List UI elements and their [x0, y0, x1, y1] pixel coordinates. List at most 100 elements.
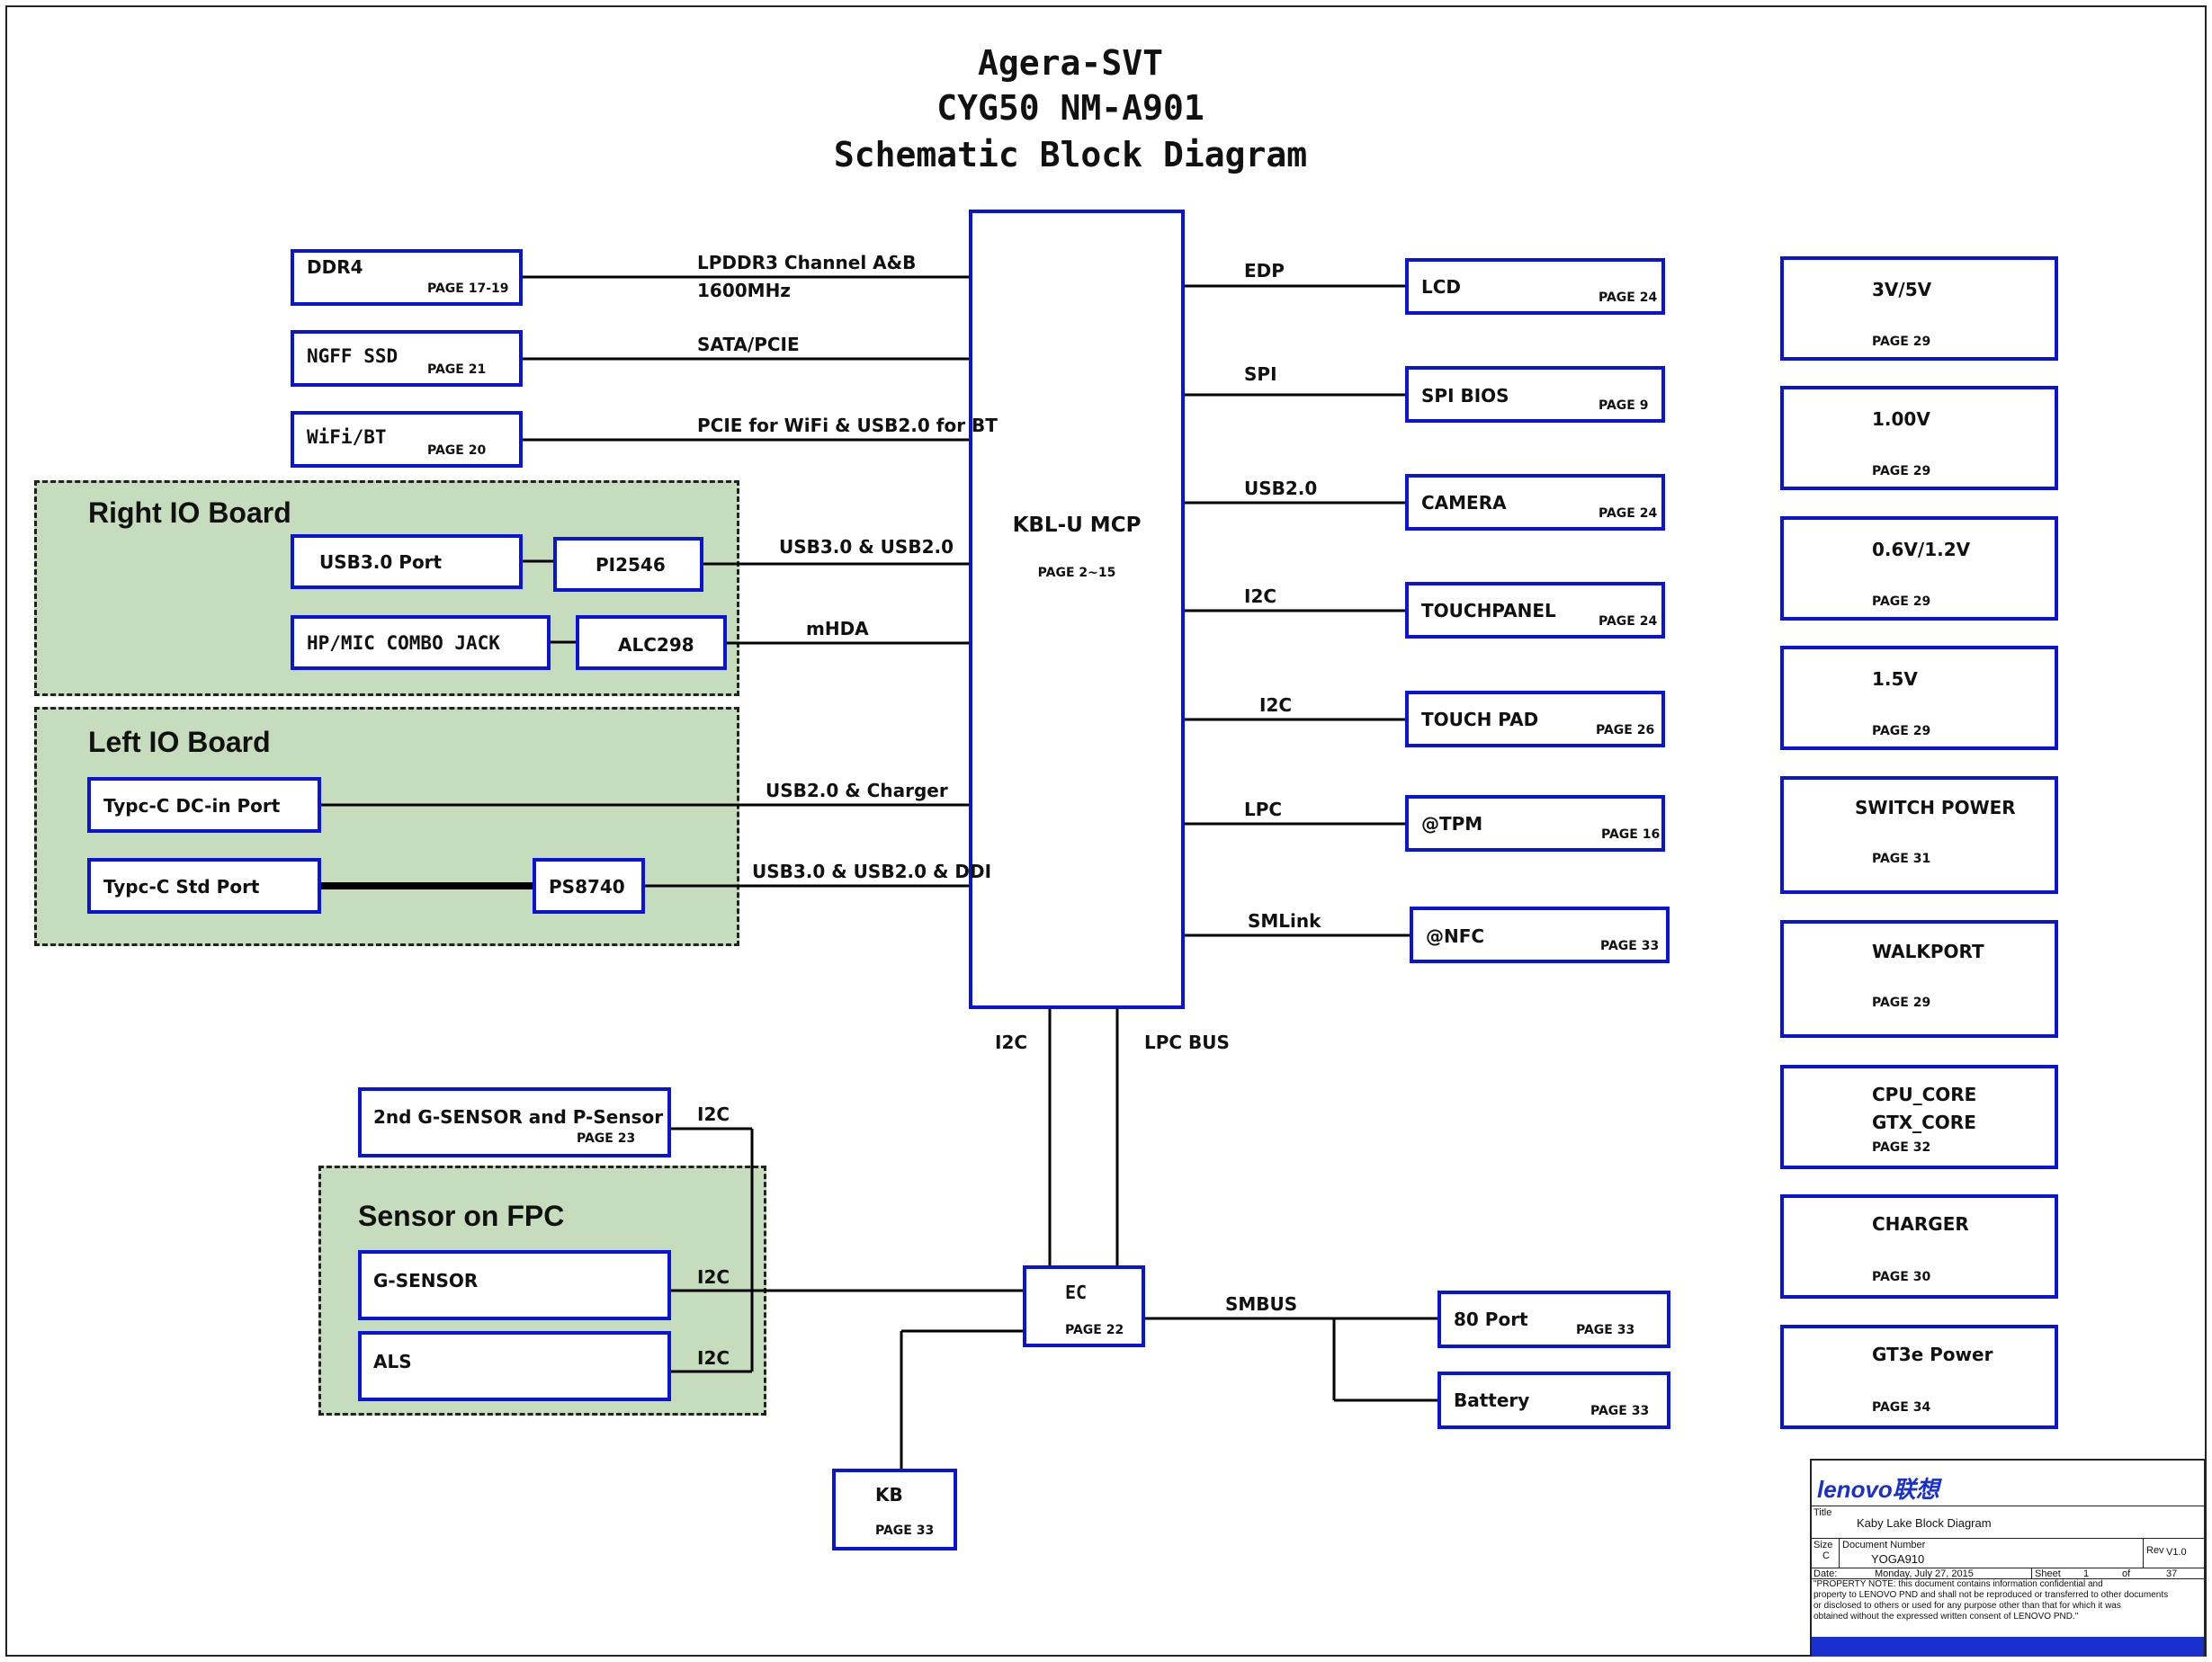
- gtx-core-label: GTX_CORE: [1872, 1112, 1976, 1133]
- als-block: ALS: [358, 1331, 671, 1401]
- sheet-value: 1: [2083, 1568, 2090, 1579]
- of-caption: of: [2122, 1568, 2131, 1579]
- power-1-5v-block: 1.5V PAGE 29: [1780, 646, 2058, 750]
- bus-spi: SPI: [1244, 363, 1277, 385]
- lenovo-logo: lenovo联想: [1817, 1476, 1939, 1503]
- camera-label: CAMERA: [1421, 492, 1507, 514]
- docnum-caption: Document Number: [1842, 1540, 1926, 1550]
- bus-usb2-charger: USB2.0 & Charger: [766, 780, 948, 801]
- walkport-block: WALKPORT PAGE 29: [1780, 920, 2058, 1038]
- property-note-1: "PROPERTY NOTE: this document contains i…: [1813, 1579, 2103, 1589]
- power-1-00v-label: 1.00V: [1872, 408, 1930, 430]
- walkport-label: WALKPORT: [1872, 941, 1984, 962]
- bus-i2c-ec: I2C: [995, 1032, 1028, 1053]
- wifi-bt-page: PAGE 20: [427, 443, 487, 458]
- bus-sata-pcie: SATA/PCIE: [697, 334, 800, 355]
- wifi-bt-label: WiFi/BT: [307, 426, 387, 448]
- touch-pad-page: PAGE 26: [1596, 723, 1655, 737]
- lcd-page: PAGE 24: [1599, 290, 1658, 305]
- ec-block: EC PAGE 22: [1023, 1265, 1145, 1347]
- rev-value: V1.0: [2166, 1547, 2187, 1558]
- g-sensor-block: G-SENSOR: [358, 1250, 671, 1320]
- power-1-00v-block: 1.00V PAGE 29: [1780, 386, 2058, 490]
- walkport-page: PAGE 29: [1872, 996, 1931, 1010]
- nfc-label: @NFC: [1426, 925, 1485, 947]
- property-note-3: or disclosed to others or used for any p…: [1813, 1601, 2121, 1611]
- hp-mic-combo-jack-block: HP/MIC COMBO JACK: [291, 615, 551, 670]
- bus-i2c-als: I2C: [697, 1347, 730, 1369]
- bus-i2c-touchpad: I2C: [1259, 694, 1293, 716]
- kb-block: KB PAGE 33: [832, 1469, 957, 1550]
- typc-c-std-port-label: Typc-C Std Port: [103, 876, 260, 898]
- size-caption: Size: [1813, 1540, 1833, 1550]
- gt3e-power-page: PAGE 34: [1872, 1400, 1931, 1415]
- date-caption: Date:: [1813, 1568, 1838, 1579]
- ddr4-label: DDR4: [307, 256, 363, 278]
- 80-port-label: 80 Port: [1454, 1309, 1528, 1330]
- pi2546-block: PI2546: [553, 537, 703, 592]
- alc298-label: ALC298: [618, 634, 694, 656]
- power-3v-5v-block: 3V/5V PAGE 29: [1780, 256, 2058, 361]
- bus-lpddr3: LPDDR3 Channel A&B: [697, 252, 917, 273]
- nfc-page: PAGE 33: [1600, 939, 1660, 953]
- power-1-5v-label: 1.5V: [1872, 668, 1918, 690]
- tpm-page: PAGE 16: [1601, 827, 1661, 842]
- switch-power-page: PAGE 31: [1872, 852, 1931, 866]
- switch-power-block: SWITCH POWER PAGE 31: [1780, 776, 2058, 894]
- sheet-total: 37: [2166, 1568, 2178, 1579]
- bus-usb3-usb2: USB3.0 & USB2.0: [779, 536, 954, 558]
- 2nd-g-sensor-label: 2nd G-SENSOR and P-Sensor: [373, 1106, 664, 1128]
- lcd-block: LCD PAGE 24: [1405, 258, 1665, 315]
- alc298-block: ALC298: [576, 615, 727, 670]
- hp-mic-combo-jack-label: HP/MIC COMBO JACK: [307, 632, 500, 654]
- cpu-core-label: CPU_CORE: [1872, 1084, 1977, 1105]
- charger-page: PAGE 30: [1872, 1270, 1931, 1284]
- spi-bios-label: SPI BIOS: [1421, 385, 1509, 407]
- date-value: Monday, July 27, 2015: [1875, 1568, 1974, 1579]
- g-sensor-label: G-SENSOR: [373, 1270, 479, 1291]
- docnum-value: YOGA910: [1871, 1552, 1925, 1566]
- bus-usb3-usb2-ddi: USB3.0 & USB2.0 & DDI: [752, 861, 992, 882]
- rev-caption: Rev: [2146, 1545, 2164, 1556]
- ec-label: EC: [1065, 1282, 1088, 1303]
- property-note-4: obtained without the expressed written c…: [1813, 1612, 2079, 1622]
- gt3e-power-block: GT3e Power PAGE 34: [1780, 1325, 2058, 1429]
- 2nd-g-sensor-page: PAGE 23: [577, 1131, 636, 1146]
- camera-page: PAGE 24: [1599, 506, 1658, 521]
- lcd-label: LCD: [1421, 276, 1462, 298]
- bus-i2c-2nd-sensor: I2C: [697, 1104, 730, 1125]
- cpu-label: KBL-U MCP: [1012, 514, 1142, 537]
- power-1-00v-page: PAGE 29: [1872, 464, 1931, 478]
- power-0-6v-1-2v-label: 0.6V/1.2V: [1872, 539, 1971, 560]
- battery-page: PAGE 33: [1590, 1404, 1650, 1418]
- title-line-1: Agera-SVT: [978, 43, 1163, 83]
- ngff-ssd-block: NGFF SSD PAGE 21: [291, 330, 523, 387]
- bus-smlink: SMLink: [1248, 910, 1321, 932]
- 80-port-block: 80 Port PAGE 33: [1437, 1291, 1670, 1348]
- power-1-5v-page: PAGE 29: [1872, 724, 1931, 738]
- bus-usb2: USB2.0: [1244, 478, 1318, 499]
- drawing-frame: [5, 5, 2207, 1657]
- sensor-on-fpc-title: Sensor on FPC: [358, 1200, 565, 1232]
- tpm-block: @TPM PAGE 16: [1405, 795, 1665, 852]
- size-value: C: [1822, 1550, 1830, 1561]
- bus-i2c-g-sensor: I2C: [697, 1266, 730, 1288]
- power-0-6v-1-2v-page: PAGE 29: [1872, 594, 1931, 609]
- touchpanel-label: TOUCHPANEL: [1421, 600, 1556, 621]
- title-block: lenovo联想 Title Kaby Lake Block Diagram S…: [1810, 1459, 2206, 1657]
- gt3e-power-label: GT3e Power: [1872, 1344, 1993, 1365]
- typc-c-std-port-block: Typc-C Std Port: [87, 858, 321, 914]
- typc-c-dc-in-port-label: Typc-C DC-in Port: [103, 795, 281, 817]
- title-line-2: CYG50 NM-A901: [936, 88, 1205, 128]
- ngff-ssd-label: NGFF SSD: [307, 345, 399, 367]
- ec-page: PAGE 22: [1065, 1323, 1124, 1337]
- kb-label: KB: [875, 1484, 903, 1506]
- pi2546-label: PI2546: [596, 554, 666, 576]
- kb-page: PAGE 33: [875, 1524, 935, 1538]
- bus-pcie-wifi: PCIE for WiFi & USB2.0 for BT: [697, 415, 998, 436]
- typc-c-dc-in-port-block: Typc-C DC-in Port: [87, 777, 321, 833]
- ps8740-label: PS8740: [549, 876, 625, 898]
- title-caption: Title: [1813, 1507, 1832, 1518]
- nfc-block: @NFC PAGE 33: [1410, 907, 1670, 963]
